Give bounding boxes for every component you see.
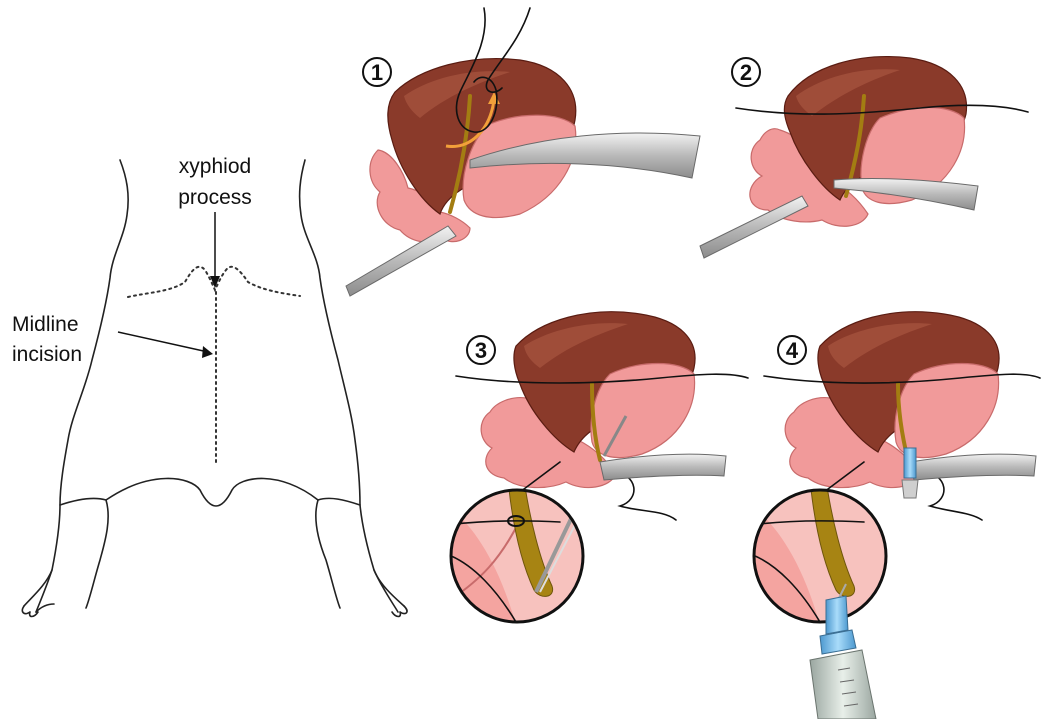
step-4-badge: 4 bbox=[778, 336, 806, 364]
step-2-badge: 2 bbox=[732, 58, 760, 86]
svg-text:4: 4 bbox=[786, 338, 799, 363]
step-4-magnified-view bbox=[744, 462, 904, 719]
step-3-magnified-view bbox=[440, 462, 600, 640]
step-1-illustration bbox=[346, 8, 700, 296]
xyphoid-pointer-arrow bbox=[210, 212, 220, 288]
svg-text:2: 2 bbox=[740, 60, 752, 85]
midline-label-line2: incision bbox=[12, 343, 82, 366]
xyphoid-label-line1: xyphiod bbox=[179, 155, 251, 178]
svg-text:3: 3 bbox=[475, 338, 487, 363]
svg-text:1: 1 bbox=[371, 60, 383, 85]
step-3-badge: 3 bbox=[467, 336, 495, 364]
step-2-illustration bbox=[700, 57, 1028, 258]
xyphoid-label-line2: process bbox=[178, 186, 252, 209]
step-1-badge: 1 bbox=[363, 58, 391, 86]
step-4-illustration bbox=[764, 312, 1040, 520]
step-3-illustration bbox=[456, 312, 748, 520]
midline-pointer-arrow bbox=[118, 332, 213, 358]
midline-label-line1: Midline bbox=[12, 313, 79, 336]
